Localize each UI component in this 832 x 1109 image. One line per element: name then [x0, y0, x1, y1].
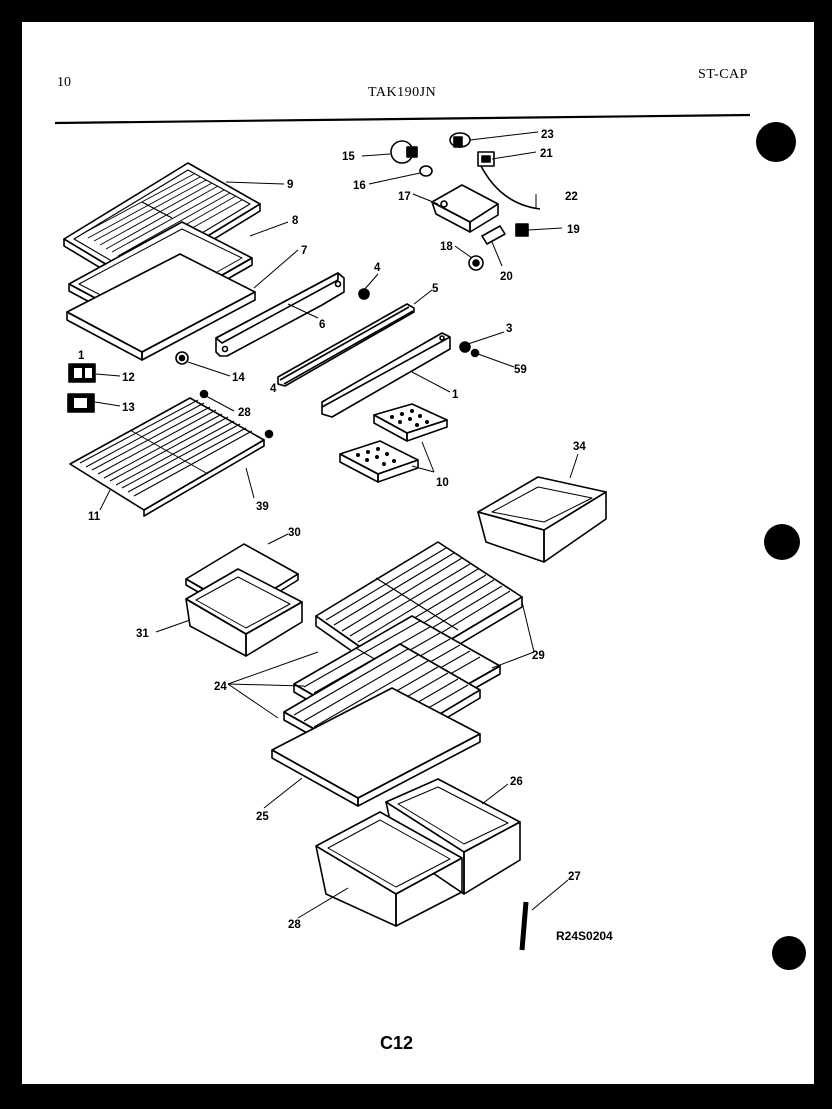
part-22-wire: [479, 163, 541, 210]
bracket-part-13: [67, 393, 95, 413]
callout-15: 15: [342, 151, 355, 163]
callout-28: 28: [238, 407, 251, 419]
callout-4b: 4: [270, 383, 277, 395]
bin-part-34: [477, 476, 607, 563]
callout-8: 8: [292, 215, 299, 227]
catalog-code: ST-CAP: [698, 67, 748, 82]
callout-16: 16: [353, 180, 366, 192]
part-4-nut: [358, 288, 370, 300]
callout-labels: 9 8 7 6 4 5 3 59 1 4 14 12 13 1 28 39 11…: [78, 129, 586, 931]
callout-18: 18: [440, 241, 453, 253]
shelf-base-part-7: [66, 253, 256, 361]
egg-tray-part-10: [339, 403, 448, 483]
callout-3: 3: [506, 323, 512, 335]
callout-12: 12: [122, 372, 135, 384]
callout-28b: 28: [288, 919, 301, 931]
exploded-view-drawing: 9 8 7 6 4 5 3 59 1 4 14 12 13 1 28 39 11…: [54, 113, 751, 951]
callout-11: 11: [88, 511, 101, 523]
callout-24: 24: [214, 681, 227, 693]
header-rule: [54, 113, 751, 125]
page-number: 10: [57, 75, 71, 90]
callout-34: 34: [573, 441, 586, 453]
punch-hole-top: [756, 122, 796, 162]
callout-39: 39: [256, 501, 269, 513]
crisper-cover-part-25: [271, 687, 481, 807]
callout-21: 21: [540, 148, 553, 160]
callout-9: 9: [287, 179, 293, 191]
punch-hole-bottom: [772, 936, 806, 970]
leader-lines: [94, 131, 579, 919]
callout-19: 19: [567, 224, 580, 236]
callout-31: 31: [136, 628, 149, 640]
callout-6: 6: [319, 319, 325, 331]
callout-30: 30: [288, 527, 301, 539]
callout-27: 27: [568, 871, 581, 883]
callout-10: 10: [436, 477, 449, 489]
part-20-switch: [481, 225, 506, 245]
rail-part-5: [277, 303, 415, 387]
bracket-part-6: [215, 272, 345, 357]
drawing-number: R24S0204: [556, 929, 613, 943]
part-16-socket: [419, 165, 433, 177]
bracket-part-12: [68, 363, 96, 383]
part-19-clip: [515, 223, 529, 237]
callout-13: 13: [122, 402, 135, 414]
callout-4: 4: [374, 262, 381, 274]
parts-diagram-sheet: 10 TAK190JN ST-CAP: [22, 22, 814, 1084]
keeper-pan-part-31: [185, 568, 303, 657]
callout-25: 25: [256, 811, 269, 823]
part-3-nut: [459, 341, 471, 353]
callout-20: 20: [500, 271, 513, 283]
callout-29: 29: [532, 650, 545, 662]
callout-14: 14: [232, 372, 245, 384]
callout-1: 1: [452, 389, 459, 401]
crisper-drawer-part-28: [315, 811, 463, 927]
callout-26: 26: [510, 776, 523, 788]
callout-59: 59: [514, 364, 527, 376]
model-number: TAK190JN: [368, 85, 437, 100]
part-59-screw: [470, 348, 480, 358]
wire-shelf-part-11: [69, 389, 274, 517]
page-code: C12: [380, 1033, 414, 1053]
callout-1b: 1: [78, 350, 85, 362]
rod-part-27: [519, 901, 529, 951]
callout-7: 7: [301, 245, 307, 257]
callout-22: 22: [565, 191, 578, 203]
rail-part-1: [321, 332, 451, 418]
punch-hole-middle: [764, 524, 800, 560]
callout-23: 23: [541, 129, 554, 141]
callout-17: 17: [398, 191, 411, 203]
light-assembly: [390, 132, 541, 271]
callout-5: 5: [432, 283, 439, 295]
small-fasteners: [175, 288, 480, 365]
